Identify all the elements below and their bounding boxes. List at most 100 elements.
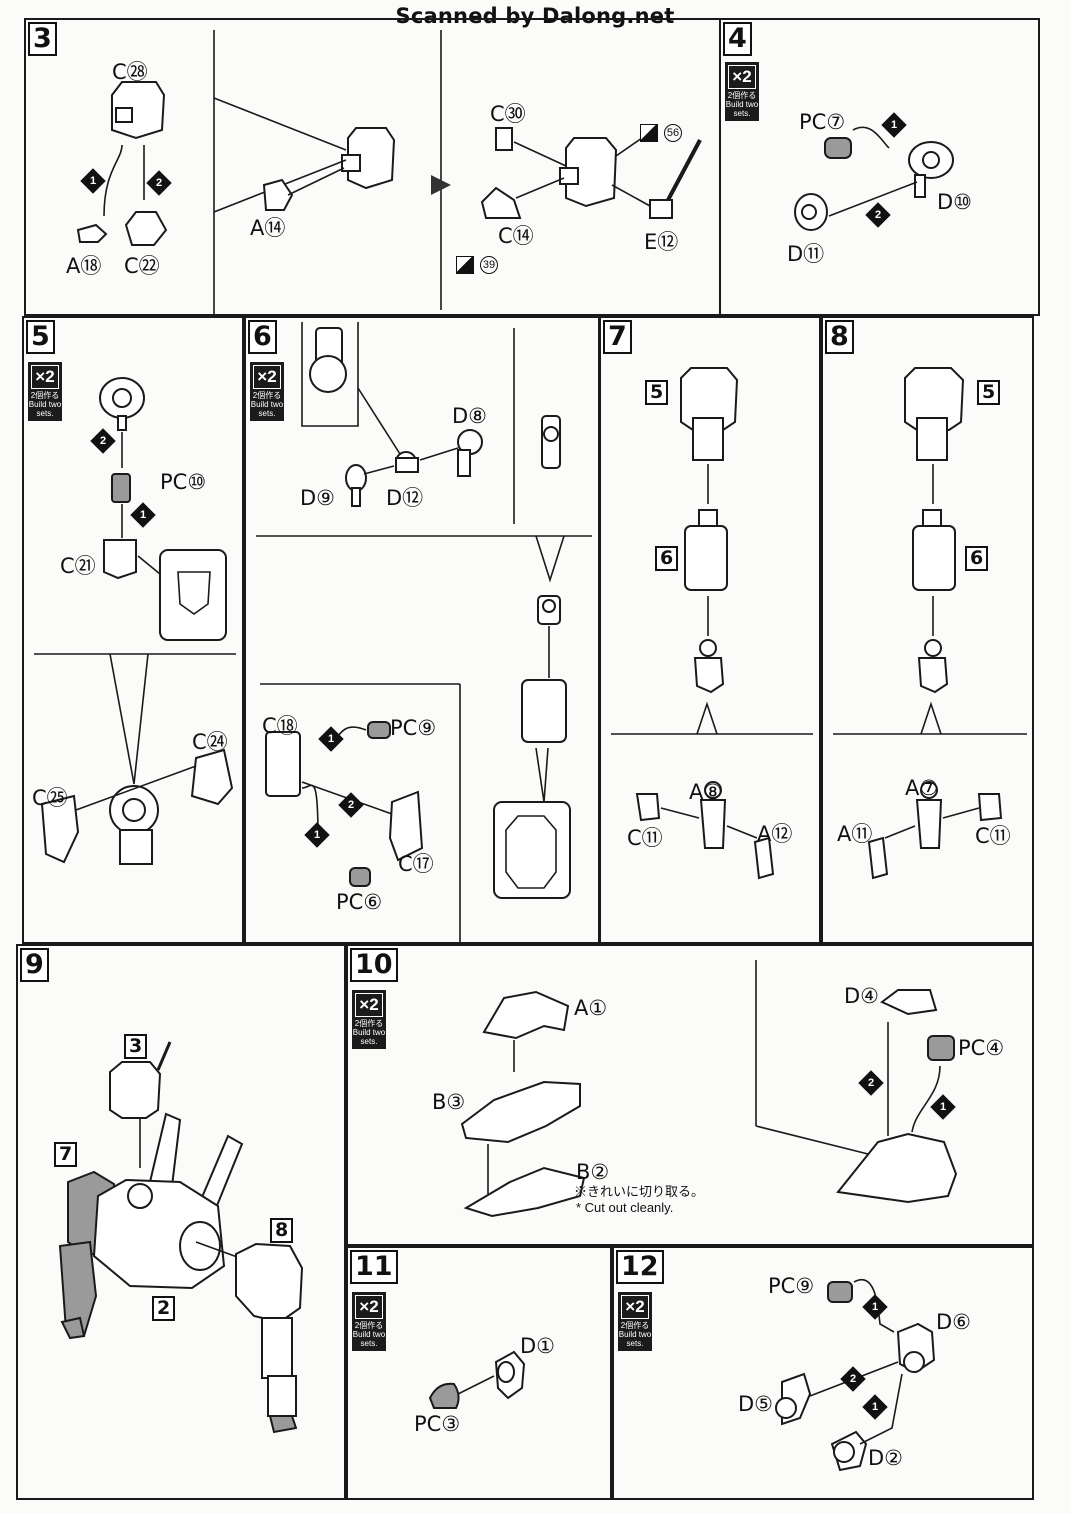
step-9-illustration: [58, 1041, 304, 1434]
step-number: 4: [723, 22, 752, 56]
part-label: C㉕: [32, 786, 68, 810]
part-label: D④: [844, 984, 879, 1008]
part-label: PC④: [958, 1036, 1005, 1060]
scan-credit: Scanned by Dalong.net: [395, 4, 675, 28]
step-12-illustration: [775, 1278, 936, 1472]
order-marker-1: 1: [881, 112, 907, 138]
part-label: A①: [574, 996, 608, 1020]
step-4-illustration: [794, 126, 954, 231]
part-label: A⑫: [757, 822, 793, 846]
step-number: 10: [350, 948, 398, 982]
step-number: 3: [28, 22, 57, 56]
step-reference: 8: [270, 1218, 294, 1243]
part-label: C⑱: [262, 714, 298, 738]
step-3-illustration: [76, 30, 702, 314]
part-label: D①: [520, 1334, 555, 1358]
part-label: A⑭: [250, 216, 286, 240]
part-label: C⑪: [975, 824, 1011, 848]
step-3-panel: 3 C㉘ A⑱ C㉒ A⑭ C㉚ C⑭ E⑫ 1 2 56 39: [24, 18, 721, 316]
part-label: A⑪: [837, 822, 873, 846]
part-label: D②: [868, 1446, 903, 1470]
part-label: C㉘: [112, 60, 148, 84]
cut-note-jp: ※きれいに切り取る。: [574, 1184, 705, 1199]
part-label: C⑰: [398, 852, 434, 876]
part-label: C㉒: [124, 254, 160, 278]
cut-note-en: * Cut out cleanly.: [576, 1200, 674, 1215]
part-label: C⑭: [498, 224, 534, 248]
step-11-illustration: [428, 1350, 526, 1409]
sticker-icon: [640, 124, 658, 142]
order-marker-2: 2: [865, 202, 891, 228]
step-8-panel: 8 5 6 A⑦ A⑪ C⑪: [821, 316, 1034, 944]
part-label: D⑪: [787, 242, 825, 266]
part-label: E⑫: [644, 230, 679, 254]
part-label: C㉑: [60, 554, 96, 578]
part-label: D⑩: [937, 190, 972, 214]
part-label: PC⑨: [768, 1274, 815, 1298]
step-9-panel: 9 3 7 8 2: [16, 944, 346, 1500]
step-number: 7: [603, 320, 632, 354]
part-label: A⑧: [689, 780, 723, 804]
step-reference: 6: [965, 546, 989, 571]
order-marker-2: 2: [90, 428, 116, 454]
part-label: PC⑦: [799, 110, 846, 134]
order-marker-2: 2: [338, 792, 364, 818]
part-label: D⑧: [452, 404, 487, 428]
step-number: 12: [616, 1250, 664, 1284]
step-6-illustration: [256, 322, 592, 942]
part-label: A⑦: [905, 776, 939, 800]
order-marker-1: 1: [862, 1394, 888, 1420]
part-label: A⑱: [66, 254, 102, 278]
step-reference: 3: [124, 1034, 148, 1059]
part-label: PC⑨: [390, 716, 437, 740]
part-label: C㉚: [490, 102, 526, 126]
part-label: D⑥: [936, 1310, 971, 1334]
part-label: B③: [432, 1090, 466, 1114]
step-reference: 2: [152, 1296, 176, 1321]
step-5-illustration: [34, 377, 236, 865]
sticker-number: 39: [480, 256, 498, 274]
order-marker-1: 1: [80, 168, 106, 194]
step-number: 6: [248, 320, 277, 354]
order-marker-2: 2: [146, 170, 172, 196]
step-8-illustration: [833, 367, 1027, 880]
step-number: 5: [26, 320, 55, 354]
part-label: C⑪: [627, 826, 663, 850]
order-marker-1: 1: [930, 1094, 956, 1120]
sticker-icon: [456, 256, 474, 274]
step-number: 11: [350, 1250, 398, 1284]
part-label: D⑤: [738, 1392, 773, 1416]
part-label: C㉔: [192, 730, 228, 754]
order-marker-2: 2: [858, 1070, 884, 1096]
step-7-panel: 7 5 6 A⑧ C⑪ A⑫: [599, 316, 821, 944]
order-marker-2: 2: [840, 1366, 866, 1392]
part-label: PC③: [414, 1412, 461, 1436]
step-7-illustration: [611, 367, 813, 880]
step-reference: 5: [645, 380, 669, 405]
order-marker-1: 1: [130, 502, 156, 528]
part-label: D⑨: [300, 486, 335, 510]
part-label: PC⑥: [336, 890, 383, 914]
step-reference: 5: [977, 380, 1001, 405]
order-marker-1: 1: [304, 822, 330, 848]
step-number: 9: [20, 948, 49, 982]
part-label: PC⑩: [160, 470, 207, 494]
order-marker-1: 1: [862, 1294, 888, 1320]
part-label: B②: [576, 1160, 610, 1184]
part-label: D⑫: [386, 486, 424, 510]
step-10-illustration: [460, 960, 958, 1218]
step-number: 8: [825, 320, 854, 354]
step-reference: 7: [54, 1142, 78, 1167]
